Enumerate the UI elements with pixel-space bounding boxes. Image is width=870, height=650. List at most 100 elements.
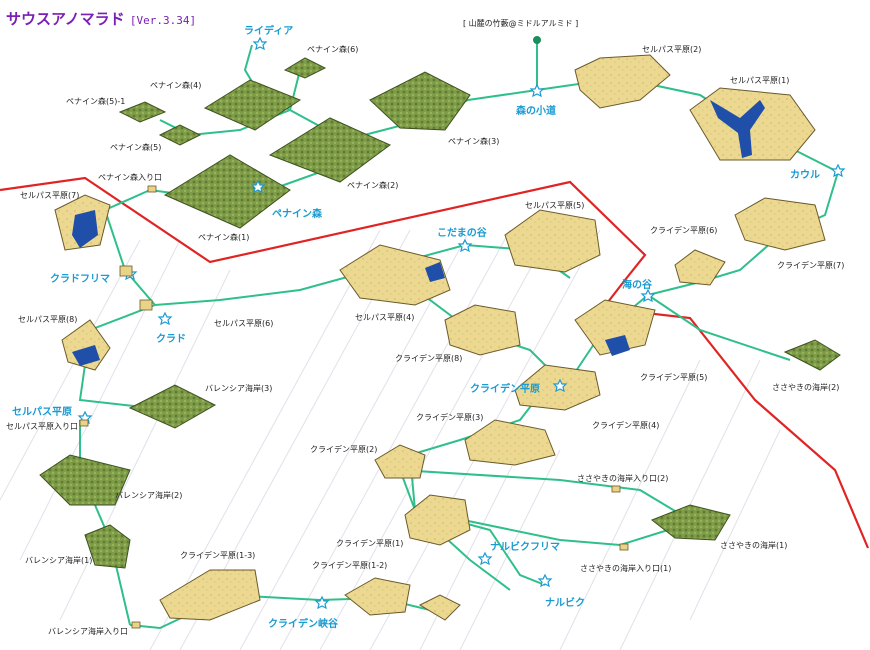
star-icon[interactable] [830, 163, 846, 178]
label-kraiden4[interactable]: クライデン平原(4) [592, 421, 660, 430]
label-valencia1[interactable]: バレンシア海岸(1) [25, 556, 93, 565]
star-icon[interactable] [314, 595, 330, 610]
map-title-text: サウスアノマラド [6, 10, 125, 28]
label-penain-entrance[interactable]: ペナイン森入り口 [98, 173, 162, 182]
town-kraidenheigen[interactable]: クライデン平原 [470, 384, 540, 395]
star-icon[interactable] [250, 179, 266, 194]
star-icon[interactable] [537, 573, 553, 588]
entrance-sasayaki1[interactable] [619, 543, 629, 551]
label-selpas-entrance[interactable]: セルパス平原入り口 [6, 422, 78, 431]
town-narubiku[interactable]: ナルビク [545, 598, 585, 609]
town-narubikufurima[interactable]: ナルビクフリマ [490, 542, 560, 553]
entrance-tiles [79, 185, 629, 629]
town-raiditia[interactable]: ライディア [244, 26, 294, 37]
star-icon[interactable] [157, 311, 173, 326]
town-kaul[interactable]: カウル [790, 170, 820, 181]
area-kraiden1_2b [418, 594, 461, 621]
label-selpas1[interactable]: セルパス平原(1) [730, 76, 790, 85]
star-icon[interactable] [552, 378, 568, 393]
area-kraiden7 [674, 249, 726, 286]
label-kraiden2[interactable]: クライデン平原(2) [310, 445, 378, 454]
town-kuradofurima[interactable]: クラドフリマ [50, 274, 110, 285]
town-kraidenkyoukoku[interactable]: クライデン峡谷 [268, 619, 338, 630]
town-markers [77, 36, 846, 610]
label-kraiden5[interactable]: クライデン平原(5) [640, 373, 708, 382]
entrance-sasayaki2[interactable] [611, 485, 621, 493]
area-selpas4 [339, 244, 451, 306]
label-kraiden1_2[interactable]: クライデン平原(1-2) [312, 561, 388, 570]
label-sasayaki1[interactable]: ささやきの海岸(1) [720, 541, 788, 550]
label-penain3[interactable]: ペナイン森(3) [448, 137, 500, 146]
area-selpas2 [574, 54, 671, 109]
area-kraiden6 [734, 197, 826, 251]
label-valencia-entrance[interactable]: バレンシア海岸入り口 [48, 627, 128, 636]
star-icon[interactable] [457, 238, 473, 253]
area-kraiden1_2 [344, 577, 411, 616]
label-kraiden7[interactable]: クライデン平原(7) [777, 261, 845, 270]
label-valencia3[interactable]: バレンシア海岸(3) [205, 384, 273, 393]
town-selpasheigen[interactable]: セルパス平原 [12, 407, 72, 418]
label-penain5_1[interactable]: ペナイン森(5)-1 [66, 97, 126, 106]
label-sasayaki-entrance1[interactable]: ささやきの海岸入り口(1) [580, 564, 672, 573]
label-kraiden8[interactable]: クライデン平原(8) [395, 354, 463, 363]
entrance-kuradofurima[interactable] [119, 265, 133, 277]
area-valencia3 [128, 384, 217, 429]
area-valencia2 [39, 454, 131, 506]
town-uminotani[interactable]: 海の谷 [622, 280, 652, 291]
label-penain6[interactable]: ペナイン森(6) [307, 45, 359, 54]
area-sasayaki1 [651, 504, 731, 541]
water-kraiden5 [605, 335, 630, 356]
area-kraiden2 [374, 444, 426, 479]
label-selpas8[interactable]: セルパス平原(8) [18, 315, 78, 324]
area-kraiden1_3 [159, 569, 261, 621]
entrance-selpas[interactable] [79, 419, 89, 427]
town-kurado[interactable]: クラド [156, 334, 186, 345]
entrance-kurado[interactable] [139, 299, 153, 311]
water-selpas8 [72, 345, 100, 366]
map-title: サウスアノマラド [Ver.3.34] [6, 8, 196, 29]
area-penain1 [163, 154, 291, 229]
label-penain1[interactable]: ペナイン森(1) [198, 233, 250, 242]
area-kraiden8 [444, 304, 521, 356]
label-kraiden6[interactable]: クライデン平原(6) [650, 226, 718, 235]
star-icon[interactable] [477, 551, 493, 566]
entrance-valencia[interactable] [131, 621, 141, 629]
label-midoru[interactable]: [ 山麓の竹藪@ミドルアルミド ] [463, 19, 579, 28]
label-penain2[interactable]: ペナイン森(2) [347, 181, 399, 190]
area-penain6 [283, 57, 327, 79]
water-bodies [72, 100, 765, 366]
label-penain5[interactable]: ペナイン森(5) [110, 143, 162, 152]
area-penain5_1 [118, 101, 167, 123]
entrance-penain[interactable] [147, 185, 157, 193]
town-morinokomichi[interactable]: 森の小道 [516, 106, 556, 117]
town-kodamanotani[interactable]: こだまの谷 [437, 228, 487, 239]
label-kraiden1[interactable]: クライデン平原(1) [336, 539, 404, 548]
label-sasayaki2[interactable]: ささやきの海岸(2) [772, 383, 840, 392]
area-penain5 [158, 124, 202, 146]
label-selpas7[interactable]: セルパス平原(7) [20, 191, 80, 200]
star-icon[interactable] [252, 36, 268, 51]
area-kraiden1 [404, 494, 471, 546]
label-selpas4[interactable]: セルパス平原(4) [355, 313, 415, 322]
label-kraiden1_3[interactable]: クライデン平原(1-3) [180, 551, 256, 560]
label-kraiden3[interactable]: クライデン平原(3) [416, 413, 484, 422]
star-icon[interactable] [640, 288, 656, 303]
label-selpas6[interactable]: セルパス平原(6) [214, 319, 274, 328]
star-icon[interactable] [529, 83, 545, 98]
area-penain3 [369, 71, 471, 131]
label-penain4[interactable]: ペナイン森(4) [150, 81, 202, 90]
field-areas [54, 54, 826, 621]
area-penain2 [268, 117, 391, 183]
forest-areas [39, 57, 841, 569]
portal-marker[interactable] [533, 36, 541, 44]
town-penainmori[interactable]: ペナイン森 [272, 209, 322, 220]
map-version: [Ver.3.34] [129, 14, 197, 27]
label-selpas2[interactable]: セルパス平原(2) [642, 45, 702, 54]
area-selpas5 [504, 209, 601, 273]
label-valencia2[interactable]: バレンシア海岸(2) [115, 491, 183, 500]
area-kraiden5 [574, 299, 656, 356]
region-border [0, 176, 870, 549]
label-selpas5[interactable]: セルパス平原(5) [525, 201, 585, 210]
label-sasayaki-entrance2[interactable]: ささやきの海岸入り口(2) [577, 474, 669, 483]
